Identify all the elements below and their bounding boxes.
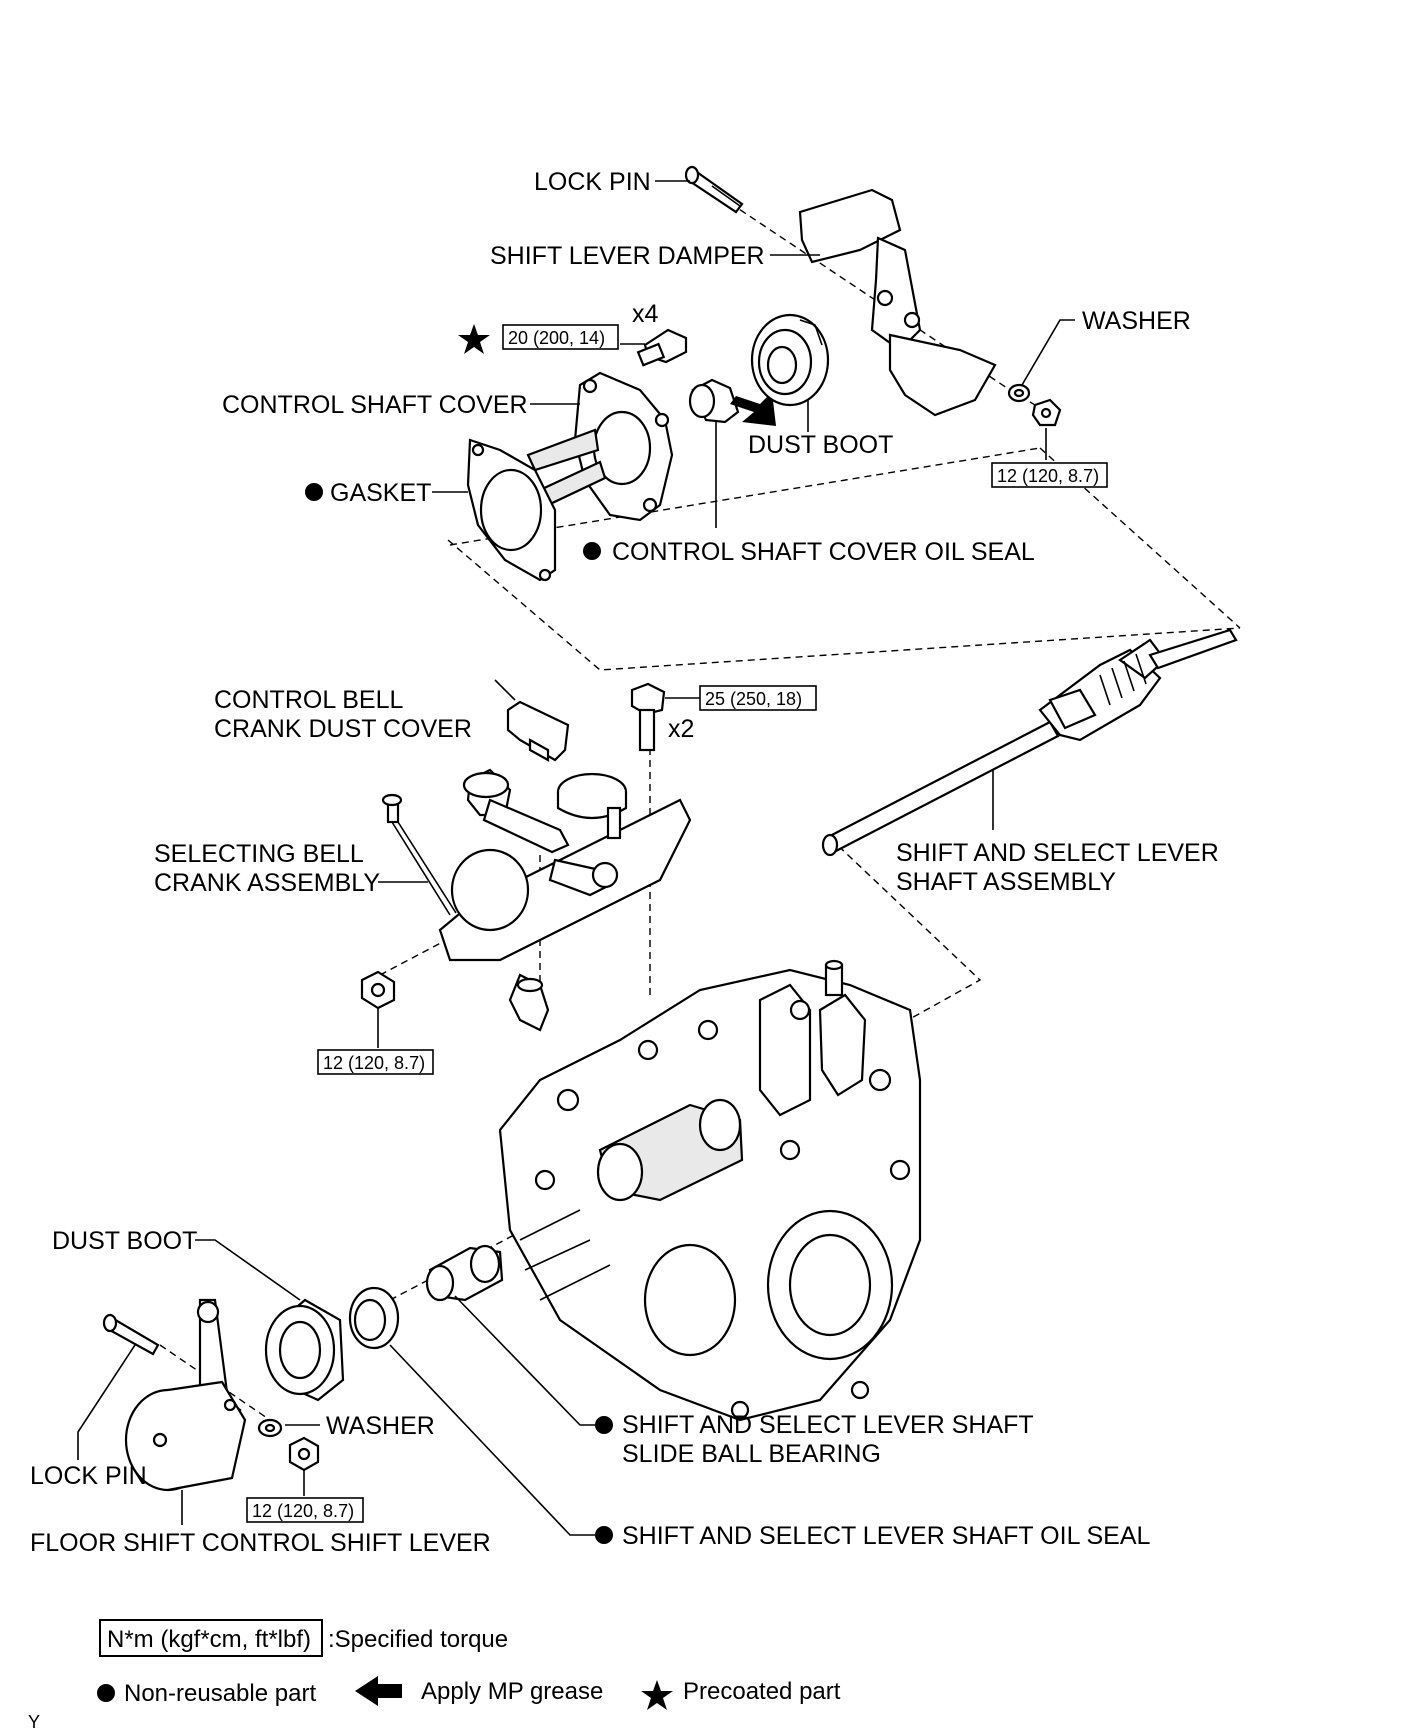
label-selecting-bell-crank-1: SELECTING BELL (154, 840, 364, 868)
floor-shift-lever-part (124, 1298, 247, 1492)
label-slide-bearing-1: SHIFT AND SELECT LEVER SHAFT (622, 1411, 1034, 1439)
label-washer-top: WASHER (1082, 307, 1191, 335)
bell-crank-nut-part (360, 970, 396, 1010)
shift-select-lever-shaft-part (821, 628, 1238, 857)
mp-grease-arrow-icon (730, 392, 776, 426)
torque-lever-nut-bottom: 12 (120, 8.7) (252, 1501, 354, 1521)
precoated-star-icon (458, 324, 490, 354)
non-reusable-dot-shaft-oil-seal (595, 1526, 613, 1544)
washer-bottom-part (257, 1418, 283, 1438)
label-shift-select-shaft-2: SHAFT ASSEMBLY (896, 868, 1116, 896)
label-lock-pin-top: LOCK PIN (534, 168, 651, 196)
mp-grease-legend-arrow-icon (355, 1676, 402, 1706)
label-dust-boot-bottom: DUST BOOT (52, 1227, 197, 1255)
legend-non-reusable: Non-reusable part (124, 1680, 316, 1707)
bell-crank-bolt-part (630, 682, 666, 752)
label-shaft-oil-seal: SHIFT AND SELECT LEVER SHAFT OIL SEAL (622, 1522, 1151, 1550)
label-slide-bearing-2: SLIDE BALL BEARING (622, 1440, 881, 1468)
legend-torque-desc: :Specified torque (328, 1626, 508, 1653)
selecting-bell-crank-part (381, 768, 692, 1032)
label-control-shaft-cover-oil-seal: CONTROL SHAFT COVER OIL SEAL (612, 538, 1035, 566)
legend: N*m (kgf*cm, ft*lbf) :Specified torque N… (97, 1619, 841, 1710)
label-floor-shift-lever: FLOOR SHIFT CONTROL SHIFT LEVER (30, 1529, 491, 1557)
lock-pin-bottom-part (102, 1313, 160, 1356)
shaft-oil-seal-part (348, 1286, 400, 1350)
label-x2: x2 (668, 715, 694, 743)
control-bell-crank-dust-cover-part (506, 700, 570, 762)
legend-torque-unit: N*m (kgf*cm, ft*lbf) (107, 1626, 311, 1653)
nut-bottom-part (288, 1436, 320, 1472)
label-washer-bottom: WASHER (326, 1412, 435, 1440)
torque-cover-bolt: 20 (200, 14) (508, 328, 605, 348)
label-gasket: GASKET (330, 479, 431, 507)
torque-washer-nut-top: 12 (120, 8.7) (997, 466, 1099, 486)
label-dust-boot-top: DUST BOOT (748, 431, 893, 459)
label-lock-pin-bottom: LOCK PIN (30, 1462, 147, 1490)
control-shaft-cover-part (526, 371, 674, 522)
non-reusable-dot-icon (97, 1684, 115, 1702)
shift-lever-damper-part (798, 188, 997, 417)
label-control-bell-crank-dust-cover-2: CRANK DUST COVER (214, 715, 472, 743)
torque-bell-crank-bolt: 25 (250, 18) (705, 689, 802, 709)
dust-boot-bottom-part (264, 1298, 345, 1402)
non-reusable-dot-slide-bearing (595, 1416, 613, 1434)
label-selecting-bell-crank-2: CRANK ASSEMBLY (154, 869, 380, 897)
label-shift-lever-damper: SHIFT LEVER DAMPER (490, 242, 765, 270)
label-x4: x4 (632, 300, 659, 328)
legend-precoated: Precoated part (683, 1678, 841, 1705)
torque-bell-crank-nut: 12 (120, 8.7) (323, 1053, 425, 1073)
slide-ball-bearing-part (425, 1244, 504, 1302)
label-control-shaft-cover: CONTROL SHAFT COVER (222, 391, 528, 419)
non-reusable-dot-cover-oil-seal (583, 542, 601, 560)
dust-boot-top-part (750, 313, 830, 407)
washer-top-part (1007, 383, 1031, 403)
legend-mp-grease: Apply MP grease (421, 1678, 603, 1705)
precoated-legend-star-icon (641, 1680, 673, 1710)
control-shaft-cover-oil-seal-part (688, 378, 740, 424)
nut-top-part (1031, 398, 1062, 427)
cover-bolt-part (636, 328, 688, 367)
label-shift-select-shaft-1: SHIFT AND SELECT LEVER (896, 839, 1219, 867)
corner-mark: Y (28, 1712, 40, 1732)
transmission-case-part (498, 959, 922, 1422)
label-control-bell-crank-dust-cover-1: CONTROL BELL (214, 686, 404, 714)
non-reusable-dot-gasket (305, 483, 323, 501)
gasket-part (466, 438, 557, 582)
lock-pin-top-part (684, 165, 744, 214)
